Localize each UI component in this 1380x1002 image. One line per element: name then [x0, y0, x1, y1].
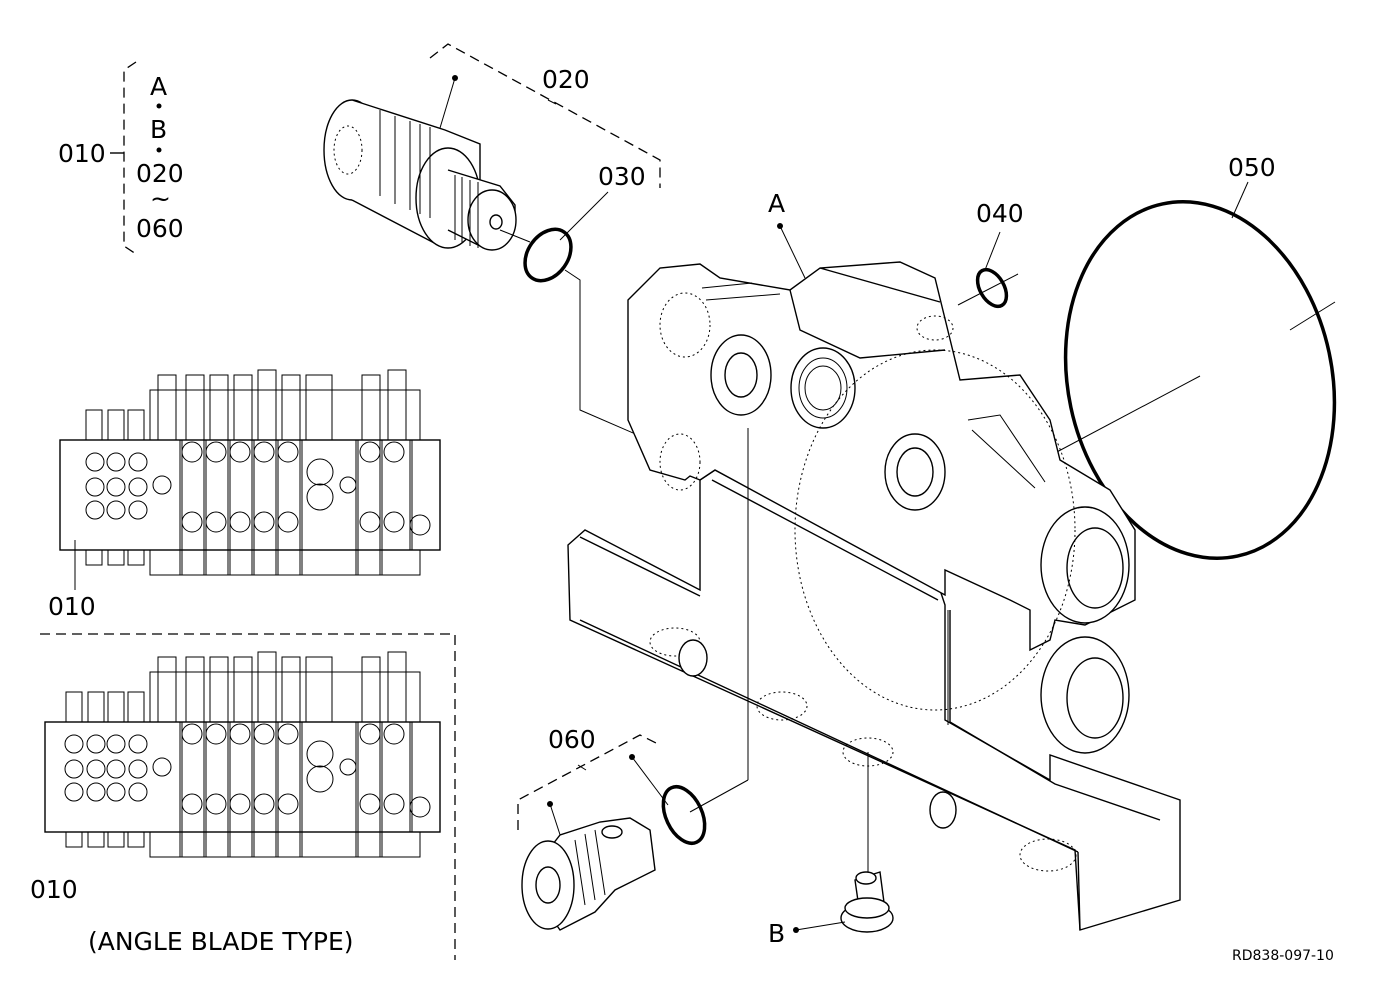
- angle-blade-frame: [40, 633, 456, 960]
- label-assembly-010: 010: [58, 139, 106, 168]
- o-ring-050: 050: [1037, 153, 1337, 560]
- drawing-number: RD838-097-10: [1232, 948, 1334, 964]
- label-o-ring-040: 040: [976, 199, 1024, 228]
- valve-assembly-standard: 010: [48, 369, 441, 621]
- valve-body: [567, 261, 1181, 931]
- label-port-a: A: [768, 189, 785, 218]
- plug-060: 060: [517, 725, 707, 931]
- label-bracket-060: 060: [136, 214, 184, 243]
- label-plug-020: 020: [542, 65, 590, 94]
- label-bracket-tilde: ~: [150, 184, 171, 213]
- o-ring-040: 040: [957, 199, 1024, 309]
- label-bracket-020: 020: [136, 159, 184, 188]
- plug-020: 020: [323, 43, 661, 251]
- angle-blade-caption: (ANGLE BLADE TYPE): [88, 927, 354, 956]
- valve-assembly-angle: 010 (ANGLE BLADE TYPE): [30, 651, 441, 956]
- label-bracket-b: B: [150, 115, 167, 144]
- label-o-ring-050: 050: [1228, 153, 1276, 182]
- label-plug-060: 060: [548, 725, 596, 754]
- label-valve-standard-010: 010: [48, 592, 96, 621]
- label-bolt-b: B: [768, 919, 785, 948]
- label-valve-angle-010: 010: [30, 875, 78, 904]
- port-a-callout: A: [768, 189, 806, 279]
- o-ring-030: 030: [499, 162, 646, 437]
- label-o-ring-030: 030: [598, 162, 646, 191]
- assembly-bracket: 010 A B 020 ~ 060: [58, 61, 184, 255]
- bolt-b: B: [768, 871, 894, 948]
- label-bracket-a: A: [150, 72, 167, 101]
